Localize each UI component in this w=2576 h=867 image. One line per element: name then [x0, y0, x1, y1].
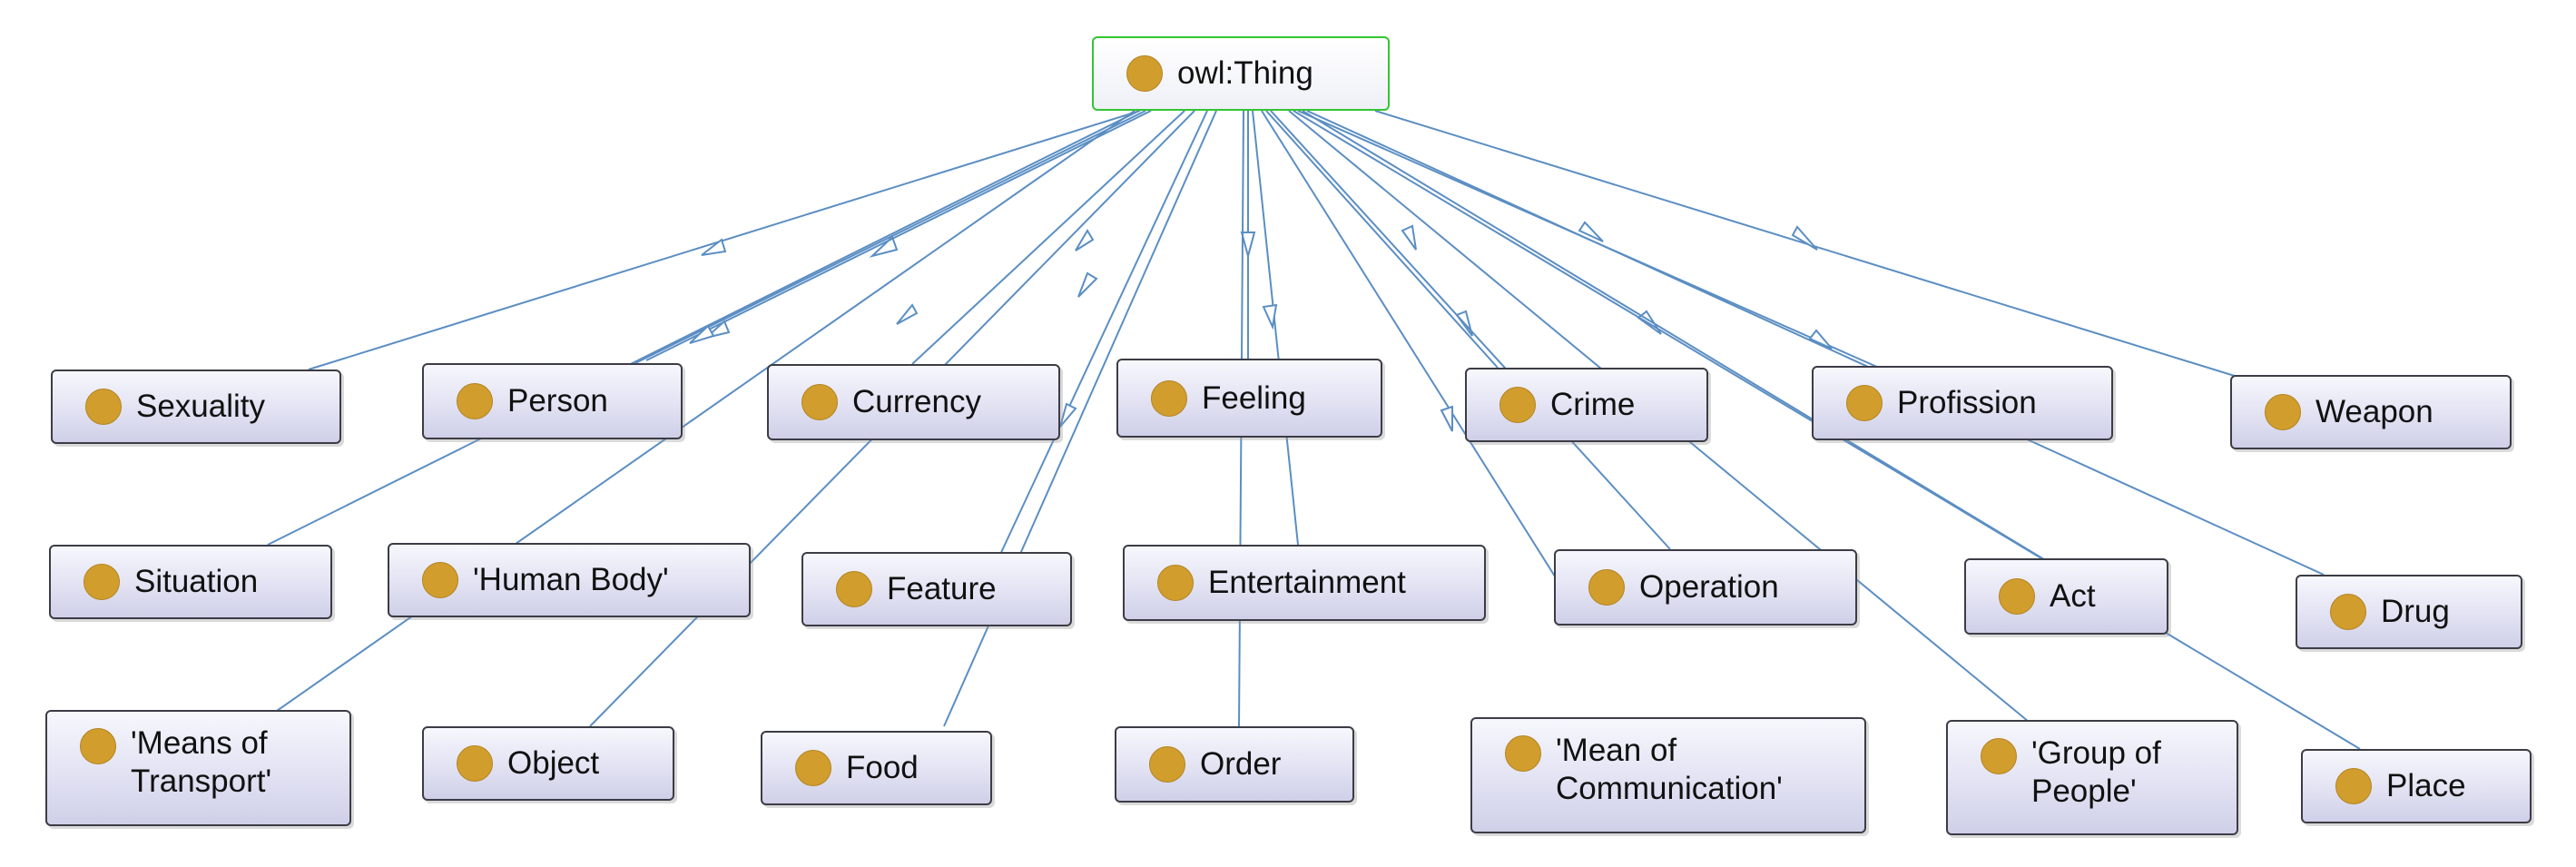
class-icon: [80, 728, 116, 764]
class-node-feeling[interactable]: Feeling: [1116, 359, 1382, 438]
edge-drug: [1306, 110, 2325, 576]
class-label: Feature: [887, 571, 997, 606]
edge-crime: [1265, 110, 1499, 369]
class-node-operation[interactable]: Operation: [1554, 549, 1857, 626]
class-icon: [2330, 594, 2366, 630]
class-label: Food: [846, 750, 919, 785]
class-node-situation[interactable]: Situation: [49, 545, 332, 619]
class-icon: [801, 384, 838, 420]
class-node-owl-thing[interactable]: owl:Thing: [1092, 36, 1390, 111]
arrowhead-feeling: [1240, 232, 1256, 260]
class-label: Person: [507, 383, 608, 419]
class-label: 'Mean of Communication': [1556, 733, 1783, 806]
class-icon: [1505, 735, 1541, 772]
arrowhead-profission: [1578, 221, 1604, 242]
edge-human-body: [645, 110, 1152, 361]
class-icon: [1157, 565, 1194, 601]
arrowhead-object: [896, 303, 919, 325]
class-icon: [795, 750, 831, 786]
class-label: 'Means of Transport': [131, 725, 272, 799]
class-label: Feeling: [1202, 379, 1306, 416]
arrowhead-sexuality: [701, 238, 727, 256]
class-label: 'Human Body': [473, 562, 669, 597]
class-node-weapon[interactable]: Weapon: [2230, 375, 2512, 449]
class-label: Crime: [1550, 387, 1636, 422]
class-node-food[interactable]: Food: [761, 731, 992, 805]
arrowhead-entertainment: [1262, 303, 1278, 330]
edge-currency: [911, 110, 1185, 365]
class-node-entertainment[interactable]: Entertainment: [1123, 545, 1486, 621]
edge-sexuality: [308, 110, 1141, 370]
class-node-profission[interactable]: Profission: [1812, 366, 2113, 440]
class-label: Currency: [852, 384, 981, 419]
class-icon: [85, 389, 122, 425]
class-icon: [2335, 768, 2372, 804]
edge-feature: [991, 110, 1208, 573]
class-icon: [1588, 569, 1625, 606]
class-node-order[interactable]: Order: [1115, 726, 1354, 803]
arrowhead-feature: [1077, 271, 1098, 298]
class-node-person[interactable]: Person: [422, 363, 683, 439]
edge-mean-of-communication: [1261, 110, 1558, 580]
class-label: Weapon: [2315, 394, 2433, 429]
arrowhead-operation: [1401, 224, 1417, 251]
class-node-sexuality[interactable]: Sexuality: [51, 369, 341, 444]
arrowhead-weapon: [1791, 225, 1818, 251]
class-label: Situation: [134, 564, 259, 599]
class-icon: [1999, 578, 2035, 615]
edge-person: [634, 110, 1146, 364]
class-node-object[interactable]: Object: [422, 726, 674, 801]
arrowhead-food: [1059, 402, 1077, 428]
arrowhead-situation: [689, 324, 715, 344]
class-icon: [836, 571, 872, 607]
class-label: Entertainment: [1208, 565, 1406, 600]
class-icon: [1499, 387, 1536, 423]
class-node-drug[interactable]: Drug: [2296, 575, 2522, 649]
class-node-currency[interactable]: Currency: [767, 364, 1060, 440]
arrowhead-act: [1808, 329, 1833, 350]
class-icon: [457, 383, 493, 419]
class-node-act[interactable]: Act: [1964, 558, 2168, 635]
class-label: Act: [2050, 578, 2096, 614]
class-node-mean-of-communication[interactable]: 'Mean of Communication': [1470, 717, 1866, 833]
edge-act: [1302, 110, 2048, 562]
class-label: Sexuality: [136, 389, 266, 424]
arrowhead-mean-of-communication: [1440, 405, 1453, 432]
class-icon: [422, 562, 458, 598]
class-label: owl:Thing: [1177, 55, 1313, 91]
class-label: Place: [2386, 768, 2466, 803]
class-icon: [1149, 746, 1185, 783]
arrowhead-group-of-people: [1637, 310, 1662, 335]
class-node-crime[interactable]: Crime: [1465, 368, 1708, 442]
class-icon: [457, 745, 493, 782]
class-icon: [84, 564, 120, 600]
arrowhead-currency: [1075, 229, 1095, 251]
class-icon: [1126, 55, 1163, 92]
arrowhead-person: [869, 235, 899, 258]
class-label: Object: [507, 745, 600, 781]
class-label: Order: [1200, 746, 1282, 782]
class-icon: [1846, 385, 1883, 421]
class-node-group-of-people[interactable]: 'Group of People': [1946, 720, 2238, 835]
class-label: 'Group of People': [2031, 735, 2161, 809]
edge-entertainment: [1252, 110, 1299, 546]
class-label: Operation: [1639, 569, 1779, 605]
class-icon: [1151, 379, 1187, 417]
class-node-human-body[interactable]: 'Human Body': [388, 543, 751, 617]
class-label: Profission: [1897, 385, 2037, 420]
class-icon: [2265, 394, 2301, 430]
class-icon: [1981, 738, 2017, 774]
class-node-place[interactable]: Place: [2301, 749, 2532, 823]
class-label: Drug: [2381, 594, 2450, 629]
class-node-means-of-transport[interactable]: 'Means of Transport': [45, 710, 351, 826]
class-node-feature[interactable]: Feature: [801, 552, 1072, 626]
edge-situation: [267, 110, 1140, 546]
edge-operation: [1270, 110, 1671, 550]
